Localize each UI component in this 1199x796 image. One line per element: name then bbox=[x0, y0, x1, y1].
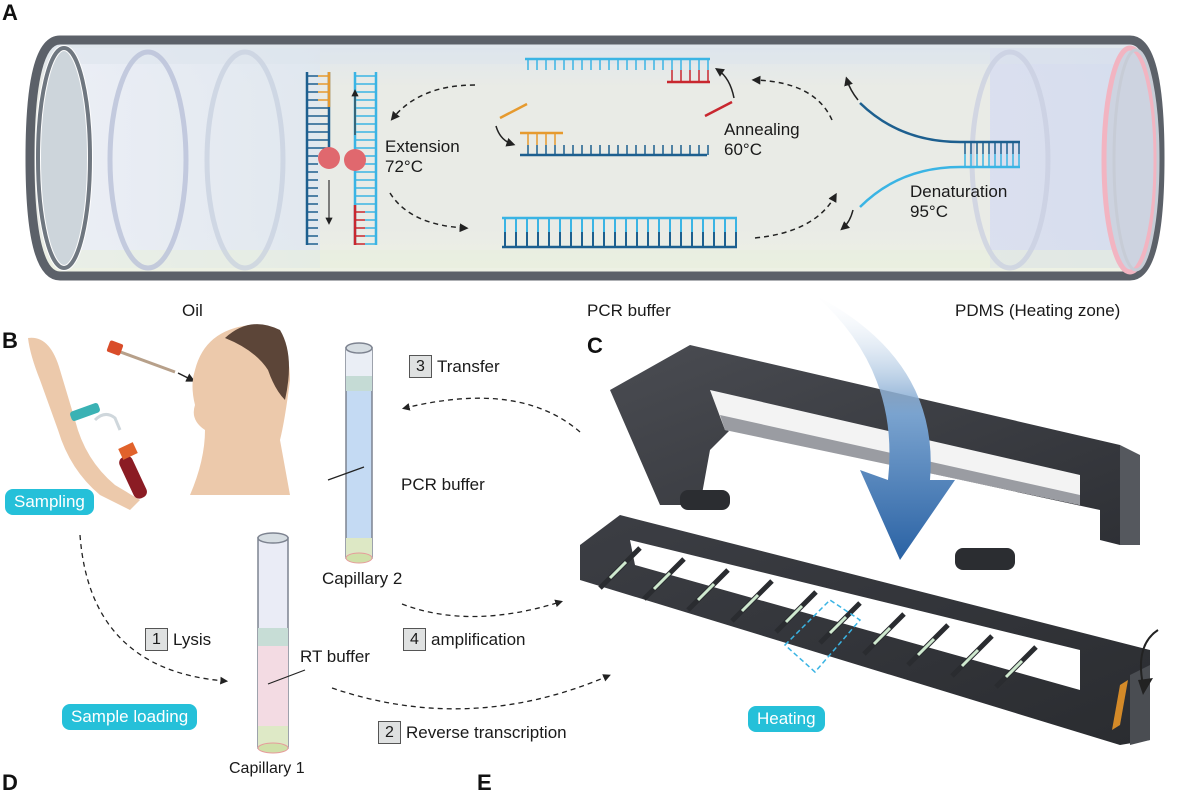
face bbox=[190, 325, 290, 495]
panel-d-label: D bbox=[2, 770, 18, 795]
dna-rung bbox=[652, 571, 672, 591]
dna-rung bbox=[960, 648, 980, 668]
step-number: 2 bbox=[378, 721, 401, 744]
cycle-arrows bbox=[389, 68, 859, 239]
extension-label: Extension 72°C bbox=[385, 137, 460, 176]
panel-b-label: B bbox=[2, 328, 18, 353]
highlight-box bbox=[783, 599, 862, 674]
close-lid-arrow bbox=[815, 295, 955, 560]
pdms-zone-label: PDMS (Heating zone) bbox=[955, 301, 1121, 320]
dna-rung bbox=[608, 560, 628, 580]
step-label: amplification bbox=[431, 629, 526, 649]
polymerase-right bbox=[344, 149, 366, 171]
oil-zone bbox=[60, 48, 320, 268]
denaturation-label: Denaturation 95°C bbox=[910, 182, 1008, 221]
step-number: 4 bbox=[403, 628, 426, 651]
step-number: 1 bbox=[145, 628, 168, 651]
rt-buffer-label: RT buffer bbox=[300, 647, 370, 666]
blood-tube bbox=[119, 455, 147, 499]
step-lysis: 1 Lysis bbox=[145, 628, 211, 651]
annealing-dna bbox=[499, 57, 733, 157]
pcr-buffer-label: PCR buffer bbox=[401, 475, 485, 494]
dna-rung bbox=[1004, 659, 1024, 679]
dna-rung bbox=[740, 593, 760, 613]
pcr-tube-illustration bbox=[25, 35, 1165, 281]
step-transfer: 3 Transfer bbox=[409, 355, 500, 378]
dna-rung bbox=[828, 615, 848, 635]
pcr-buffer-zone-label: PCR buffer bbox=[587, 301, 671, 320]
denaturation-dna bbox=[859, 102, 1020, 208]
dna-rung bbox=[784, 604, 804, 624]
step-label: Transfer bbox=[437, 356, 500, 376]
oil-zone-label: Oil bbox=[182, 301, 203, 320]
extension-dna bbox=[305, 72, 378, 245]
heating-device bbox=[580, 295, 1159, 745]
dna-rung bbox=[916, 637, 936, 657]
capillary-1 bbox=[257, 532, 289, 754]
heater-connector bbox=[1112, 680, 1128, 730]
polymerase-left bbox=[318, 147, 340, 169]
sample-loading-badge: Sample loading bbox=[62, 704, 198, 730]
annealing-label: Annealing 60°C bbox=[724, 120, 800, 159]
dna-rung bbox=[872, 626, 892, 646]
hair bbox=[225, 324, 289, 400]
product-dna bbox=[502, 216, 737, 249]
step-amplification: 4 amplification bbox=[403, 628, 526, 651]
step-number: 3 bbox=[409, 355, 432, 378]
capillary-1-label: Capillary 1 bbox=[229, 760, 305, 777]
dna-rung bbox=[696, 582, 716, 602]
step-label: Lysis bbox=[173, 629, 212, 649]
sampling-illustration bbox=[28, 324, 290, 510]
sampling-badge: Sampling bbox=[5, 489, 94, 515]
heating-badge: Heating bbox=[748, 706, 825, 732]
arm bbox=[28, 337, 140, 510]
swab bbox=[114, 348, 176, 374]
step-label: Reverse transcription bbox=[406, 722, 567, 742]
panel-a-label: A bbox=[2, 0, 18, 25]
panel-e-label: E bbox=[477, 770, 492, 795]
capillary-2 bbox=[345, 342, 373, 564]
panel-c-label: C bbox=[587, 333, 603, 358]
rotate-arrow bbox=[1139, 629, 1159, 686]
tourniquet bbox=[70, 403, 100, 421]
capillary-2-label: Capillary 2 bbox=[322, 569, 403, 588]
step-reverse-transcription: 2 Reverse transcription bbox=[378, 721, 567, 744]
